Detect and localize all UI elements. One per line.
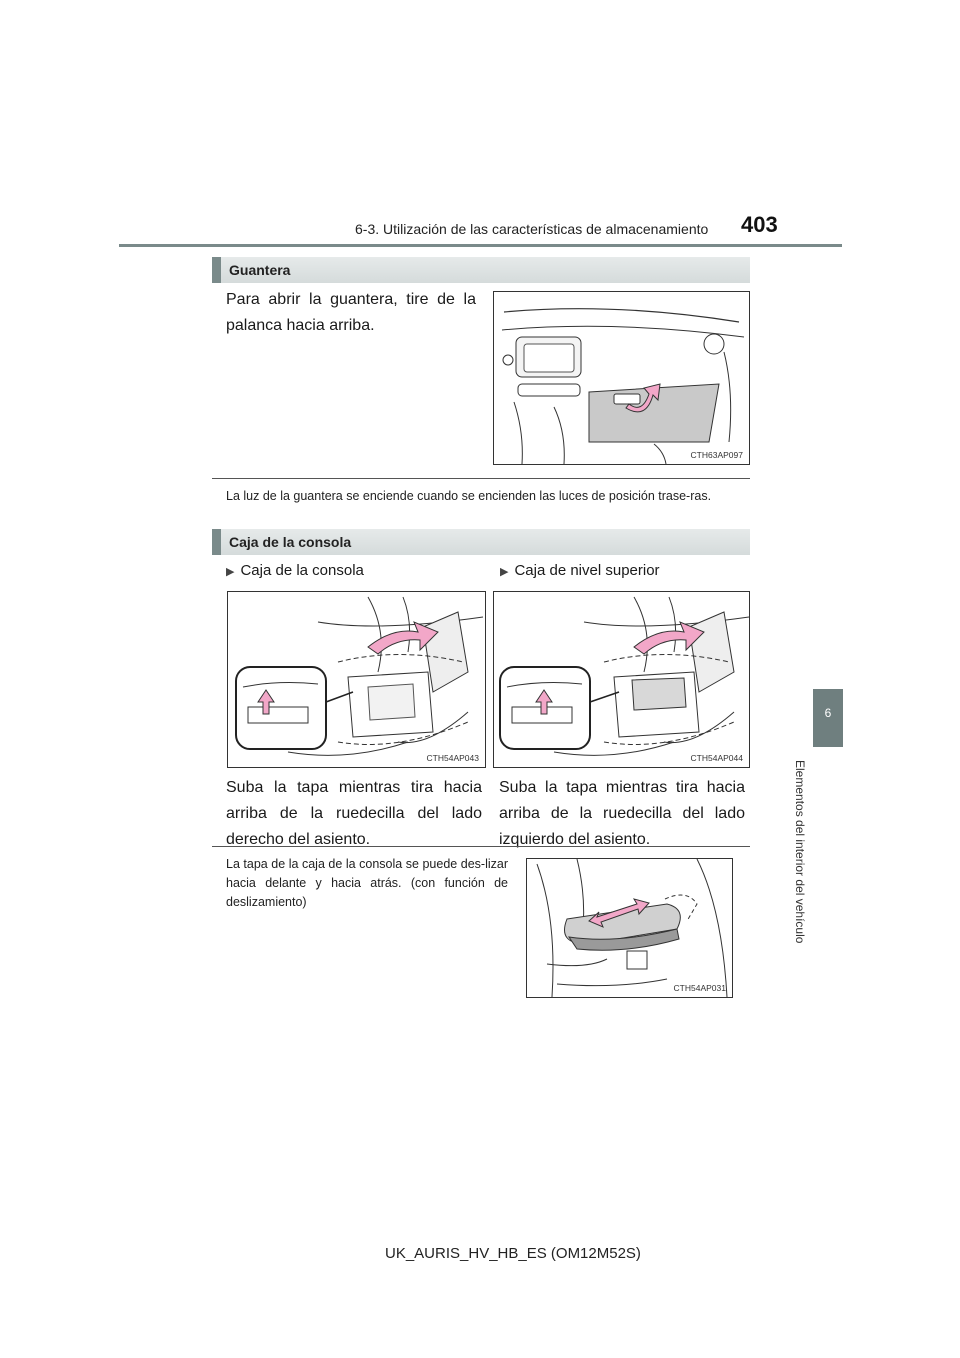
section-heading-consola: Caja de la consola [212, 529, 750, 555]
section-heading-text: Guantera [229, 262, 291, 278]
slide-note: La tapa de la caja de la consola se pued… [226, 857, 508, 909]
divider [212, 478, 750, 479]
console-box-drawing [235, 596, 484, 756]
sliding-lid-drawing [536, 859, 728, 997]
console-box-illustration: CTH54AP043 [227, 591, 486, 768]
guantera-instruction: Para abrir la guantera, tire de la palan… [226, 291, 476, 334]
document-footer: UK_AURIS_HV_HB_ES (OM12M52S) [385, 1245, 641, 1262]
triangle-bullet-icon: ▶ [226, 566, 235, 578]
sliding-lid-illustration: CTH54AP031 [526, 858, 733, 998]
figure-code: CTH63AP097 [690, 450, 743, 460]
upper-box-illustration: CTH54AP044 [493, 591, 750, 768]
glovebox-drawing [501, 308, 745, 464]
figure-code: CTH54AP043 [426, 753, 479, 763]
figure-code: CTH54AP044 [690, 753, 743, 763]
section-heading-guantera: Guantera [212, 257, 750, 283]
section-heading-text: Caja de la consola [229, 534, 352, 550]
chapter-label: Elementos del interior del vehículo [793, 760, 807, 944]
upper-box-drawing [499, 596, 749, 756]
page-number: 403 [741, 212, 778, 237]
running-header: 6-3. Utilización de las características … [355, 221, 709, 237]
upper-box-caption: Suba la tapa mientras tira hacia arriba … [499, 779, 745, 848]
glovebox-illustration: CTH63AP097 [493, 291, 750, 465]
triangle-bullet-icon: ▶ [500, 566, 509, 578]
label-upper-box: ▶Caja de nivel superior [500, 562, 660, 579]
label-console-box: ▶Caja de la consola [226, 562, 364, 579]
guantera-note: La luz de la guantera se enciende cuando… [226, 489, 712, 503]
figure-code: CTH54AP031 [673, 983, 726, 993]
chapter-number: 6 [824, 706, 832, 720]
header-rule [119, 244, 842, 247]
console-box-caption: Suba la tapa mientras tira hacia arriba … [226, 779, 482, 848]
divider [212, 846, 750, 847]
chapter-tab [813, 689, 843, 747]
